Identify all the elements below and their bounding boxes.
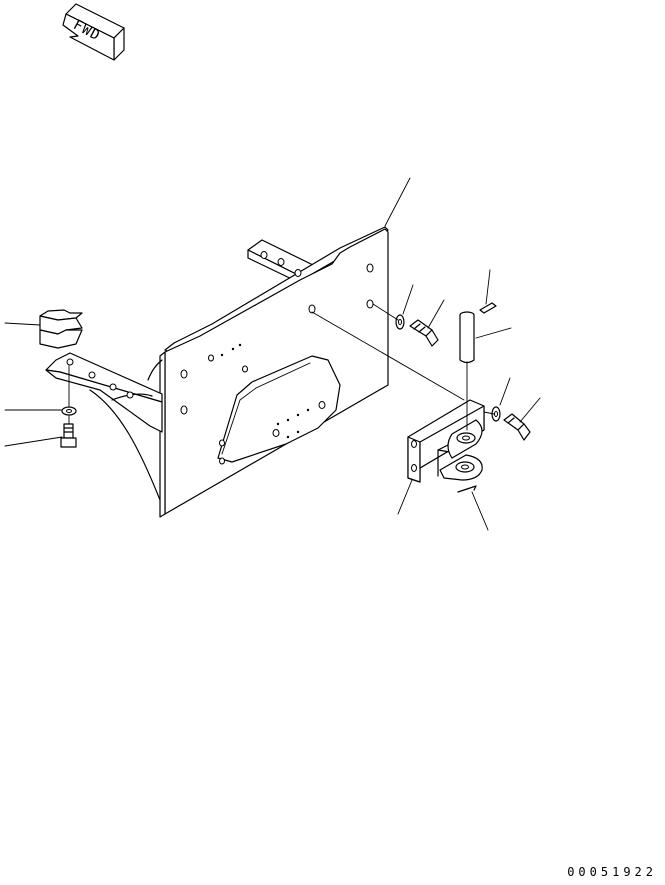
shim-plates xyxy=(39,309,83,349)
cotter-pin xyxy=(479,302,497,314)
lower-bolt xyxy=(503,413,531,441)
hinge-pin xyxy=(459,311,475,364)
lower-support-arm xyxy=(45,352,163,501)
left-bolt xyxy=(60,423,77,448)
hinge-bracket xyxy=(407,399,485,483)
assembly-lines xyxy=(68,303,495,431)
lock-plate xyxy=(457,485,477,493)
main-mounting-plate xyxy=(159,226,389,518)
fwd-arrow-icon xyxy=(62,3,125,61)
drawing-number: 00051922 xyxy=(567,865,657,879)
upper-washer xyxy=(395,314,405,330)
left-washer xyxy=(61,406,77,416)
leader-lines xyxy=(4,177,541,531)
upper-bolt xyxy=(409,319,439,347)
